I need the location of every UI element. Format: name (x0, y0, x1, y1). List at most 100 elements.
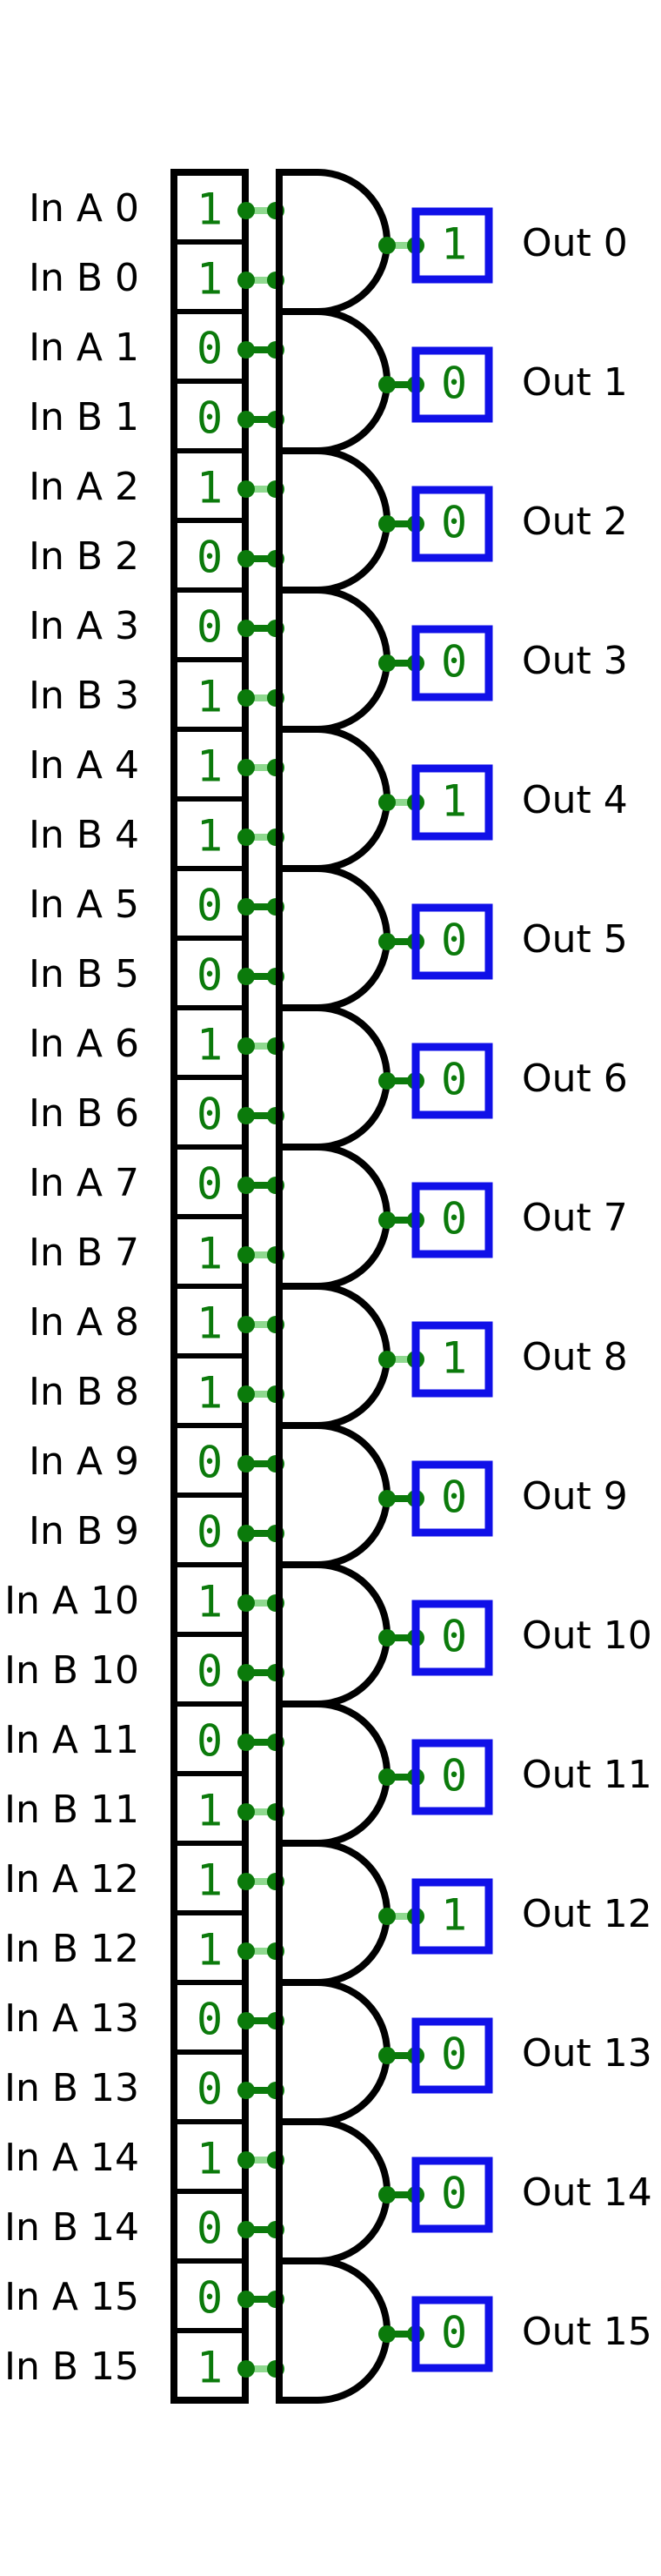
output-box (411, 1878, 493, 1955)
input-a-label: In A 14 (4, 2136, 139, 2180)
input-a-pin (237, 1873, 255, 1890)
input-b-pin (237, 828, 255, 846)
input-b-pin (237, 1803, 255, 1821)
input-b-pin (237, 1107, 255, 1124)
output-value: 0 (441, 1194, 467, 1244)
input-b-pin (237, 1385, 255, 1403)
input-b-value: 0 (197, 2204, 223, 2254)
input-b-value: 0 (197, 1647, 223, 1697)
input-b-value: 1 (197, 1229, 223, 1279)
output-box (411, 2017, 493, 2094)
input-a-value: 0 (197, 1716, 223, 1767)
input-b-label: In B 11 (4, 1788, 139, 1832)
input-a-pin (237, 202, 255, 219)
output-value: 0 (441, 1751, 467, 1801)
output-value: 0 (441, 359, 467, 409)
output-box (411, 1321, 493, 1398)
input-b-value: 0 (197, 950, 223, 1001)
input-a-pin (237, 1594, 255, 1612)
input-column (170, 169, 249, 2404)
gate-output-pin (378, 1211, 396, 1229)
output-label: Out 14 (522, 2170, 652, 2215)
input-a-pin (237, 759, 255, 776)
input-a-pin (237, 1455, 255, 1472)
input-a-value: 1 (197, 1298, 223, 1349)
input-b-pin (237, 2221, 255, 2238)
input-a-label: In A 3 (29, 604, 139, 648)
input-b-label: In B 1 (29, 395, 139, 439)
input-b-value: 1 (197, 1368, 223, 1419)
output-box (411, 1739, 493, 1815)
output-label: Out 11 (522, 1753, 652, 1797)
input-b-label: In B 12 (4, 1927, 139, 1971)
output-value: 0 (441, 498, 467, 548)
output-box (411, 903, 493, 980)
input-b-pin (237, 550, 255, 567)
and-gate (276, 1004, 391, 1150)
input-b-value: 1 (197, 2343, 223, 2393)
output-value: 0 (441, 637, 467, 688)
gate-output-pin (378, 1490, 396, 1507)
and-gate (276, 447, 391, 594)
output-box (411, 207, 493, 284)
output-label: Out 8 (522, 1335, 628, 1379)
input-a-pin (237, 2291, 255, 2308)
input-a-value: 0 (197, 2273, 223, 2324)
input-a-label: In A 6 (29, 1022, 139, 1066)
input-b-value: 0 (197, 533, 223, 583)
and-gate (276, 1144, 391, 1290)
input-a-pin (237, 1316, 255, 1333)
and-gate (276, 1979, 391, 2125)
input-a-pin (237, 2151, 255, 2169)
output-label: Out 13 (522, 2031, 652, 2076)
input-a-pin (237, 898, 255, 916)
and-gate (276, 1283, 391, 1429)
input-b-value: 1 (197, 1786, 223, 1836)
output-label: Out 7 (522, 1196, 628, 1240)
and-gate (276, 169, 391, 315)
input-a-pin (237, 1177, 255, 1194)
input-a-value: 0 (197, 1438, 223, 1488)
input-a-value: 1 (197, 1577, 223, 1627)
input-a-label: In A 15 (4, 2275, 139, 2319)
input-a-pin (237, 620, 255, 637)
output-label: Out 1 (522, 360, 628, 405)
output-label: Out 15 (522, 2310, 652, 2354)
input-b-label: In B 5 (29, 952, 139, 996)
and-gate (276, 2118, 391, 2264)
input-b-pin (237, 411, 255, 428)
output-value: 0 (441, 1472, 467, 1523)
gate-output-pin (378, 1629, 396, 1647)
input-b-pin (237, 2082, 255, 2099)
input-b-label: In B 14 (4, 2205, 139, 2250)
input-a-label: In A 13 (4, 1996, 139, 2041)
input-a-value: 1 (197, 1855, 223, 1906)
input-b-label: In B 13 (4, 2066, 139, 2110)
output-value: 0 (441, 916, 467, 966)
input-a-pin (237, 2012, 255, 2029)
input-a-label: In A 12 (4, 1857, 139, 1902)
and-gate (276, 308, 391, 454)
input-b-value: 0 (197, 1090, 223, 1140)
input-b-pin (237, 1664, 255, 1681)
input-a-value: 1 (197, 463, 223, 513)
input-a-label: In A 4 (29, 743, 139, 788)
and-gate (276, 587, 391, 733)
input-b-value: 0 (197, 1507, 223, 1558)
output-value: 1 (441, 776, 467, 827)
output-label: Out 10 (522, 1613, 652, 1658)
output-label: Out 0 (522, 221, 628, 265)
output-value: 1 (441, 1890, 467, 1941)
input-a-label: In A 2 (29, 465, 139, 509)
gate-output-pin (378, 1908, 396, 1925)
gate-output-pin (378, 654, 396, 672)
input-b-label: In B 2 (29, 534, 139, 579)
output-value: 0 (441, 2308, 467, 2358)
